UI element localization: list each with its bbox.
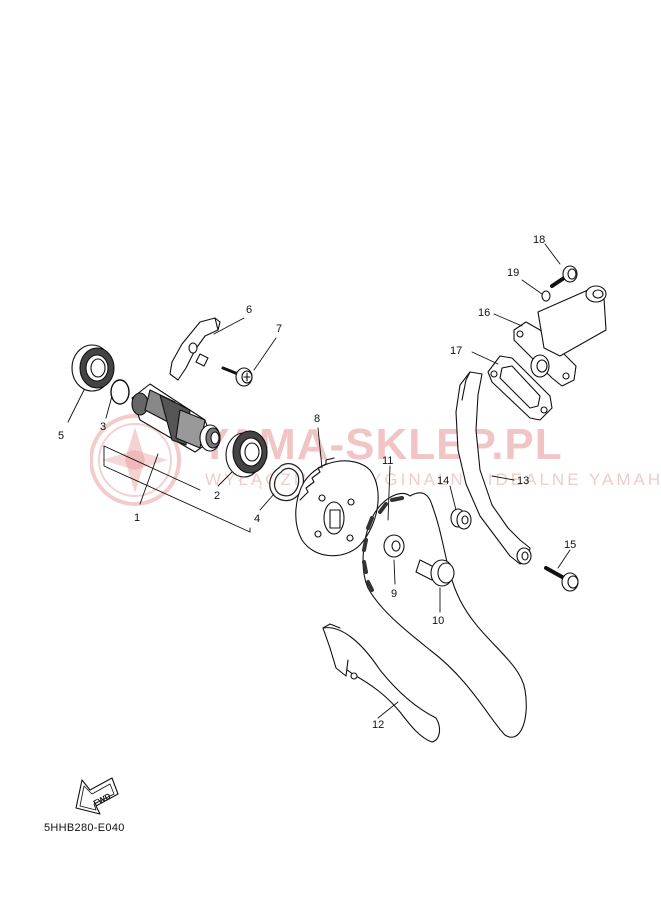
label-part-4: 4 [254, 513, 260, 525]
part-1-camshaft[interactable] [131, 383, 221, 453]
part-3-o-ring[interactable] [110, 379, 130, 405]
part-5-bearing[interactable] [71, 344, 115, 392]
label-part-16: 16 [478, 307, 490, 319]
label-part-1: 1 [134, 512, 140, 524]
label-part-7: 7 [276, 323, 282, 335]
fwd-arrow-icon [75, 777, 119, 815]
part-18-bolt[interactable] [550, 265, 578, 288]
label-part-8: 8 [314, 413, 320, 425]
part-15-bolt[interactable] [544, 566, 579, 592]
part-14-collar[interactable] [450, 508, 472, 530]
label-part-5: 5 [58, 430, 64, 442]
part-12-chain-guide[interactable] [322, 623, 441, 743]
part-4-clip[interactable] [269, 463, 304, 502]
part-2-bearing[interactable] [225, 430, 268, 478]
part-13-tensioner-guide[interactable] [455, 371, 532, 565]
label-part-2: 2 [214, 490, 220, 502]
label-part-6: 6 [246, 304, 252, 316]
label-part-12: 12 [372, 719, 384, 731]
label-part-14: 14 [437, 475, 449, 487]
label-part-11: 11 [382, 455, 393, 467]
label-part-19: 19 [507, 267, 519, 279]
label-part-17: 17 [450, 345, 462, 357]
part-16-tensioner[interactable] [513, 285, 607, 387]
part-8-sprocket[interactable] [295, 457, 379, 557]
part-19-washer[interactable] [541, 290, 551, 302]
label-part-3: 3 [100, 421, 106, 433]
label-part-13: 13 [517, 475, 529, 487]
part-10-bolt[interactable] [415, 559, 455, 587]
part-11-chain[interactable] [362, 492, 527, 738]
part-7-bolt[interactable] [221, 366, 253, 387]
label-part-15: 15 [564, 539, 576, 551]
label-part-18: 18 [533, 234, 545, 246]
label-part-10: 10 [432, 615, 444, 627]
part-17-gasket[interactable] [487, 355, 553, 421]
leader-lines [67, 243, 571, 719]
diagram-code: 5HHB280-E040 [44, 822, 125, 834]
part-9-washer[interactable] [383, 534, 405, 558]
label-part-9: 9 [391, 588, 397, 600]
part-6-plate[interactable] [169, 317, 221, 381]
